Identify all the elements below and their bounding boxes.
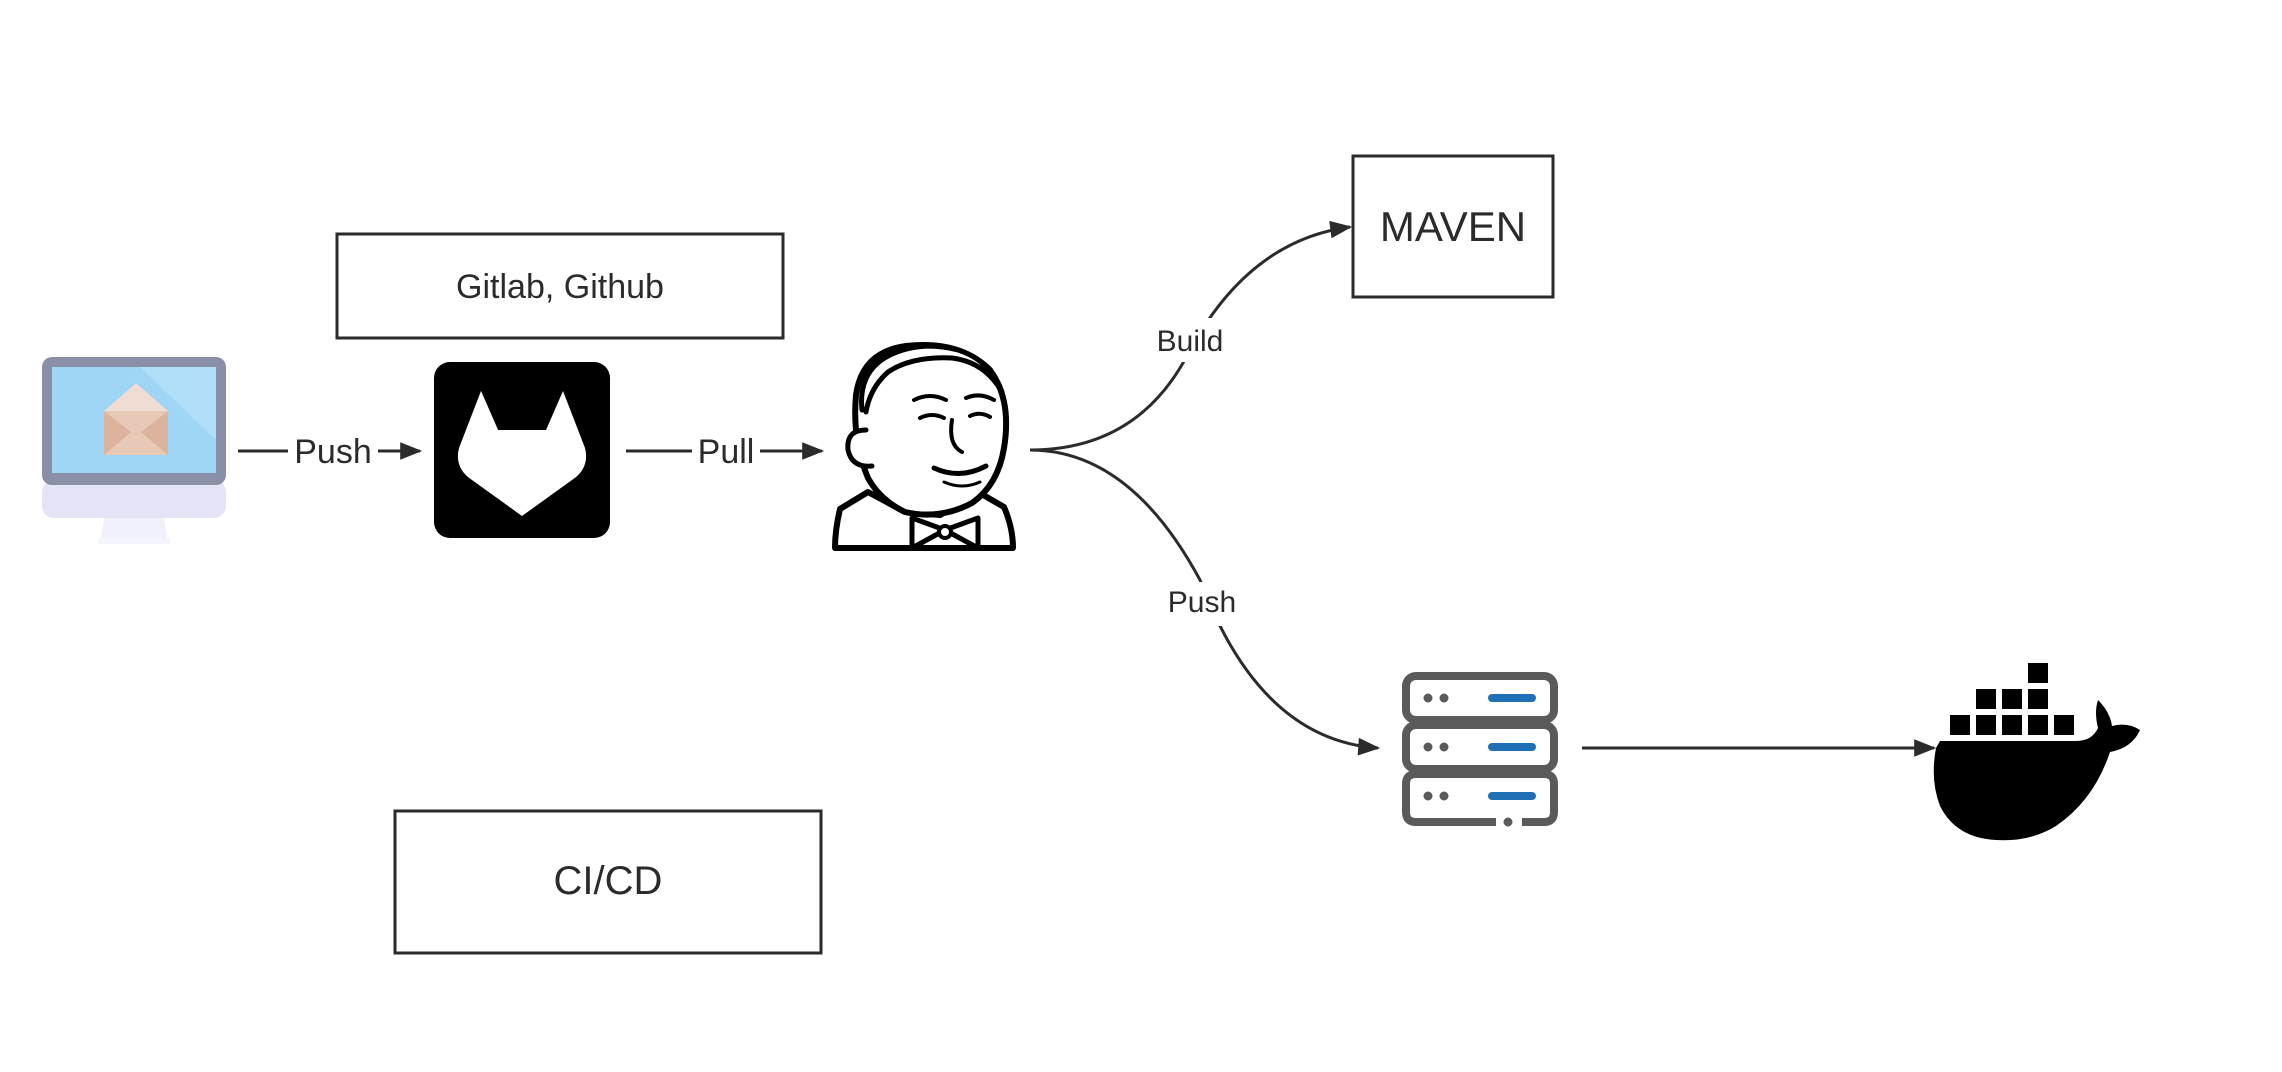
maven-box: MAVEN (1351, 154, 1555, 299)
edge-label-push: Push (294, 433, 372, 471)
envelope-icon (104, 383, 168, 455)
server-unit (1402, 672, 1558, 724)
edge-dev-to-scm: Push (238, 433, 423, 471)
scm-label: Gitlab, Github (456, 268, 664, 306)
docker-whale-icon (1933, 663, 2140, 841)
maven-label: MAVEN (1380, 203, 1526, 250)
edge-label-build: Build (1157, 325, 1224, 358)
jenkins-icon (832, 342, 1016, 551)
server-rack-icon (1402, 672, 1558, 827)
edge-label-push-registry: Push (1168, 586, 1236, 619)
gitlab-icon (434, 362, 610, 538)
server-unit (1402, 770, 1558, 827)
desktop-computer-icon (42, 357, 226, 544)
scm-label-box: Gitlab, Github (335, 232, 785, 340)
cicd-label-box: CI/CD (393, 809, 823, 955)
server-unit (1402, 721, 1558, 773)
edge-scm-to-jenkins: Pull (626, 433, 825, 471)
edge-jenkins-to-maven: Build (1029, 220, 1353, 452)
edge-jenkins-to-registry: Push (1029, 448, 1381, 756)
edge-label-pull: Pull (698, 433, 755, 471)
cicd-label: CI/CD (554, 859, 663, 903)
